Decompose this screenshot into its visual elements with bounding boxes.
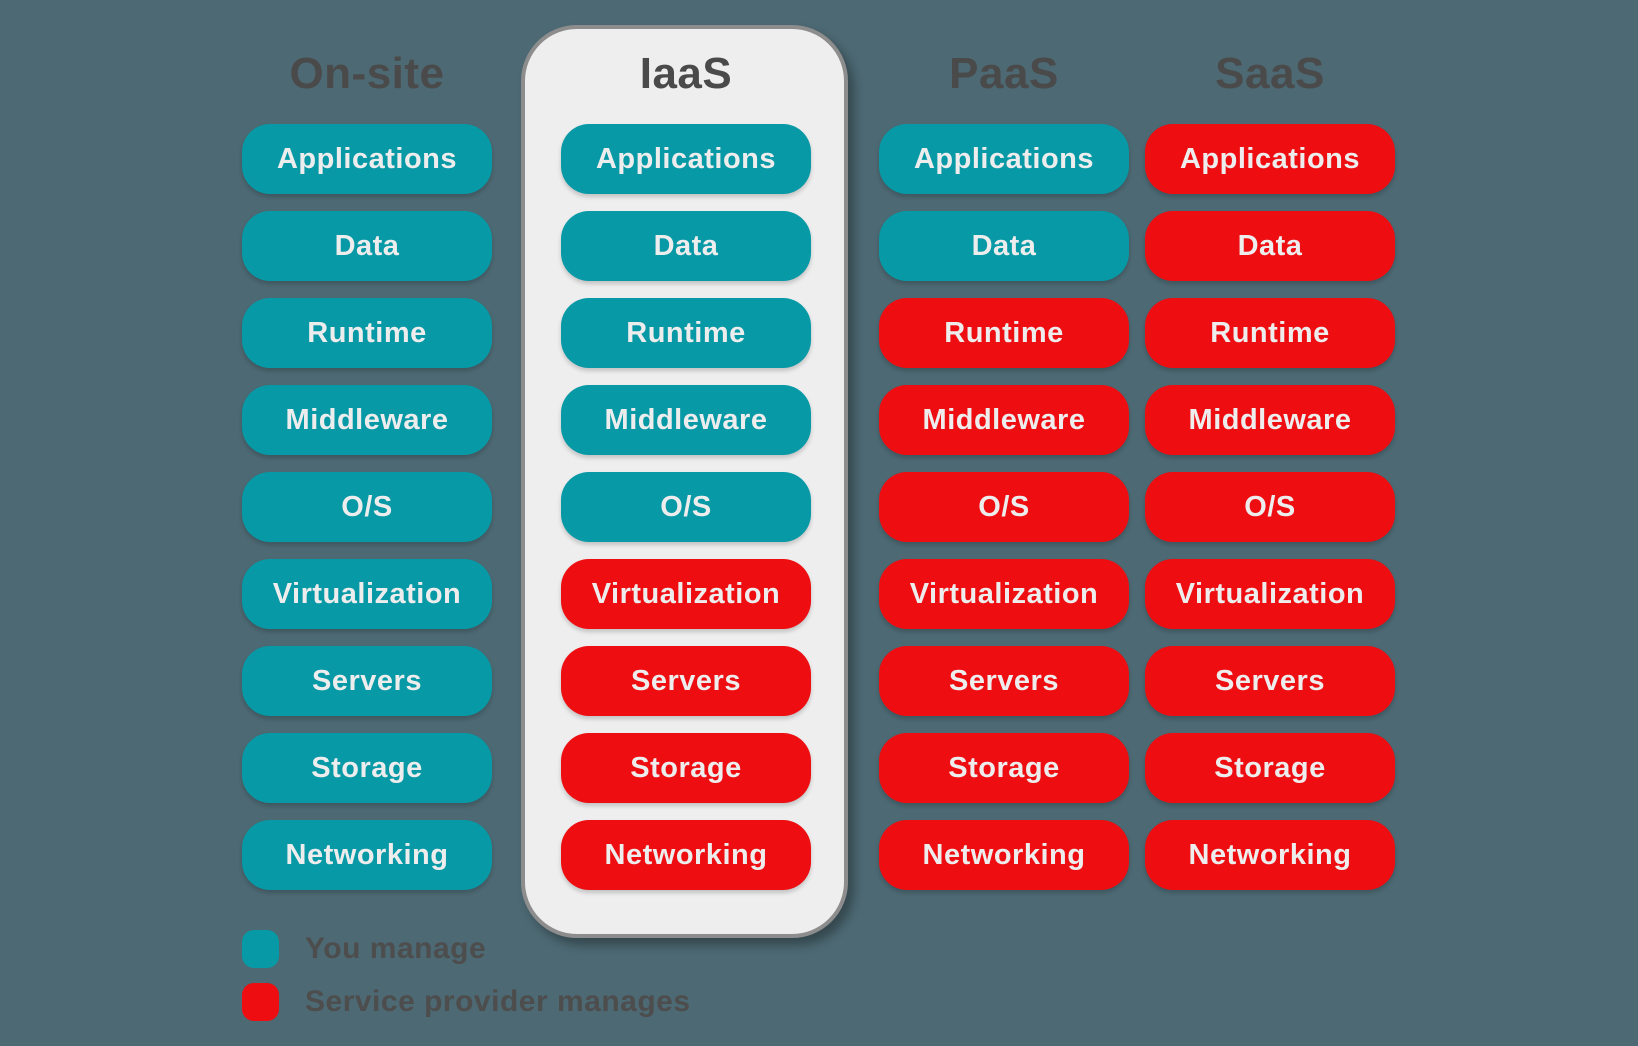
layer-box-data: Data xyxy=(561,211,811,281)
layer-box-middleware: Middleware xyxy=(242,385,492,455)
layer-box-networking: Networking xyxy=(242,820,492,890)
layer-box-servers: Servers xyxy=(879,646,1129,716)
layer-box-runtime: Runtime xyxy=(561,298,811,368)
layer-box-servers: Servers xyxy=(1145,646,1395,716)
layer-box-storage: Storage xyxy=(242,733,492,803)
layer-box-networking: Networking xyxy=(1145,820,1395,890)
provider-manages-swatch xyxy=(242,983,279,1021)
layer-box-virtualization: Virtualization xyxy=(879,559,1129,629)
column-title-saas: SaaS xyxy=(1215,49,1325,98)
layer-box-o-s: O/S xyxy=(561,472,811,542)
layer-box-middleware: Middleware xyxy=(1145,385,1395,455)
layer-box-o-s: O/S xyxy=(242,472,492,542)
layer-box-applications: Applications xyxy=(879,124,1129,194)
layer-box-virtualization: Virtualization xyxy=(242,559,492,629)
legend-item-provider-manages: Service provider manages xyxy=(242,983,691,1021)
layer-box-o-s: O/S xyxy=(879,472,1129,542)
layer-box-servers: Servers xyxy=(561,646,811,716)
layer-box-networking: Networking xyxy=(879,820,1129,890)
layer-box-virtualization: Virtualization xyxy=(561,559,811,629)
layer-box-virtualization: Virtualization xyxy=(1145,559,1395,629)
layer-box-networking: Networking xyxy=(561,820,811,890)
layer-box-runtime: Runtime xyxy=(242,298,492,368)
layer-box-applications: Applications xyxy=(242,124,492,194)
layer-box-middleware: Middleware xyxy=(561,385,811,455)
layer-box-o-s: O/S xyxy=(1145,472,1395,542)
you-manage-swatch xyxy=(242,930,279,968)
layer-box-data: Data xyxy=(879,211,1129,281)
column-title-iaas: IaaS xyxy=(639,49,733,98)
layer-box-middleware: Middleware xyxy=(879,385,1129,455)
layer-box-runtime: Runtime xyxy=(879,298,1129,368)
column-title-paas: PaaS xyxy=(949,49,1059,98)
layer-box-servers: Servers xyxy=(242,646,492,716)
layer-box-applications: Applications xyxy=(561,124,811,194)
column-title-on-site: On-site xyxy=(289,49,445,98)
layer-box-storage: Storage xyxy=(1145,733,1395,803)
legend-item-you-manage: You manage xyxy=(242,930,486,968)
layer-box-storage: Storage xyxy=(879,733,1129,803)
layer-box-applications: Applications xyxy=(1145,124,1395,194)
layer-box-data: Data xyxy=(1145,211,1395,281)
layer-box-runtime: Runtime xyxy=(1145,298,1395,368)
layer-box-storage: Storage xyxy=(561,733,811,803)
legend-label-provider-manages: Service provider manages xyxy=(305,985,691,1018)
layer-box-data: Data xyxy=(242,211,492,281)
legend-label-you-manage: You manage xyxy=(305,932,487,965)
